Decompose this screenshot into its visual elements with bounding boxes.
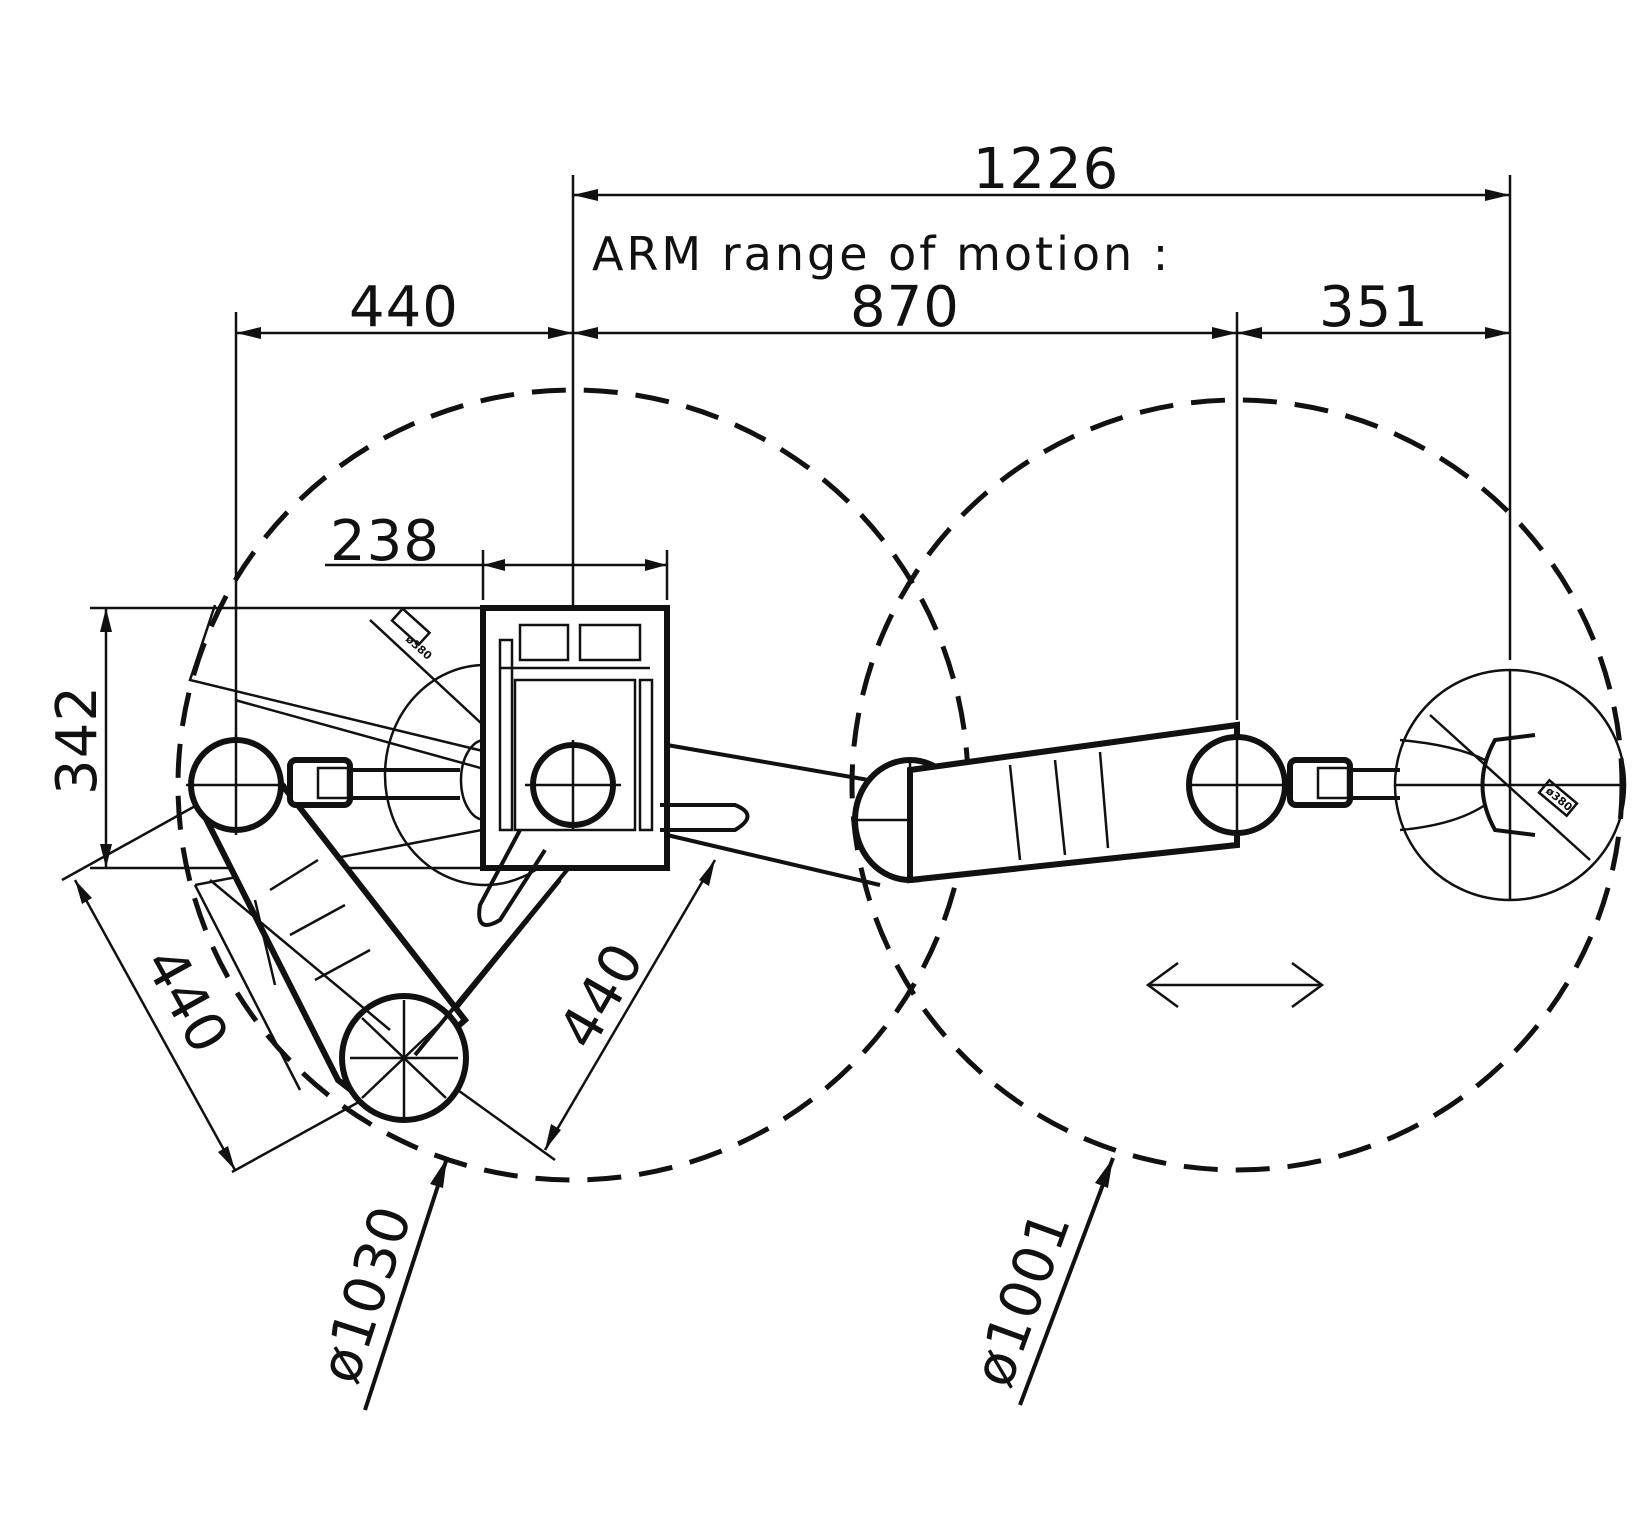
dim-rotated-arm2: 440 xyxy=(546,932,657,1060)
diameter-leaders: ø1030 ø1001 xyxy=(307,1157,1115,1411)
dim-diameter-right: ø1001 xyxy=(961,1202,1084,1395)
left-pivot xyxy=(186,735,460,835)
robot-base xyxy=(480,605,670,871)
arm-two xyxy=(907,721,1288,884)
dim-arm1-length: 870 xyxy=(850,275,960,340)
dim-overall-reach: 1226 xyxy=(973,137,1120,202)
dim-base-width: 238 xyxy=(330,509,440,574)
tool-circle: ø380 xyxy=(1393,668,1627,902)
base-depth-dimension: 342 xyxy=(45,606,660,870)
motion-arrow-icon xyxy=(1145,961,1325,1009)
small-label-base: ø380 xyxy=(403,633,435,663)
dim-diameter-left: ø1030 xyxy=(307,1198,425,1391)
arm-one xyxy=(477,743,881,927)
diagram-caption: ARM range of motion : xyxy=(592,227,1171,281)
dim-offset-left: 440 xyxy=(349,275,459,340)
dim-base-depth: 342 xyxy=(45,685,110,795)
dim-arm2-length: 351 xyxy=(1319,275,1429,340)
dim-rotated-arm1: 440 xyxy=(131,937,241,1065)
base-width-dimension: 238 xyxy=(325,509,669,600)
top-dimensions: 1226 ARM range of motion : 440 870 351 xyxy=(234,137,1512,790)
wrist-link xyxy=(1287,757,1400,808)
